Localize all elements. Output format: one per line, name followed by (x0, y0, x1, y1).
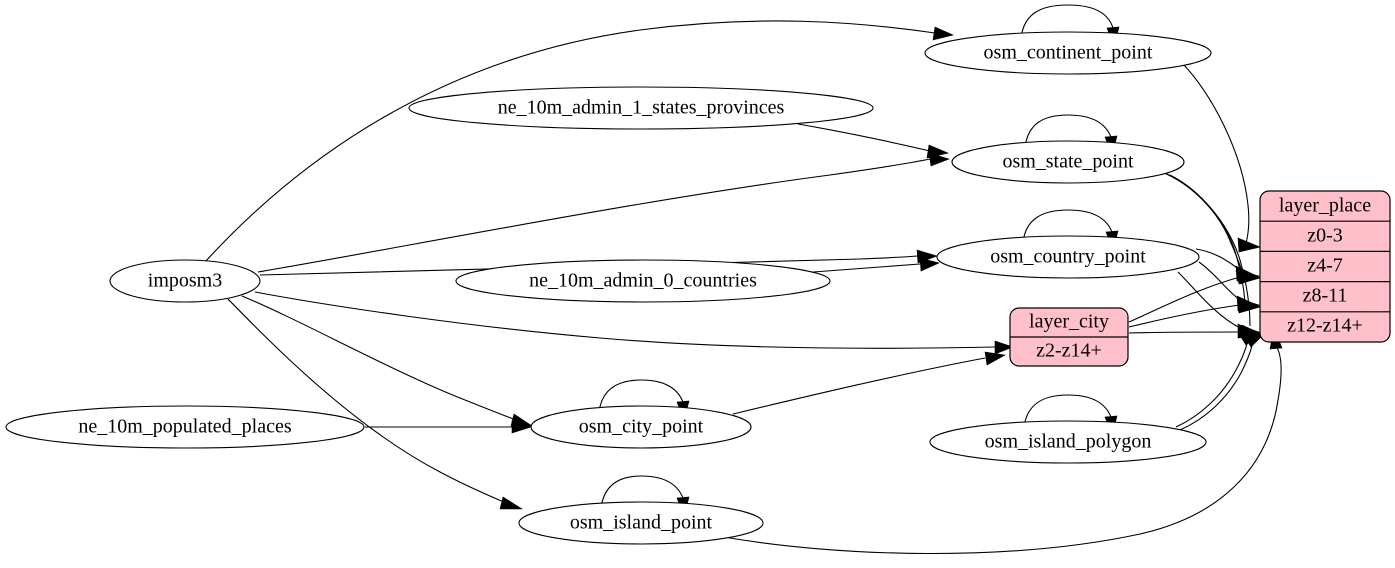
node-ne_10m_admin_1_states_provinces-label: ne_10m_admin_1_states_provinces (498, 97, 785, 119)
edge-imposm3-to-osm_continent_point (204, 20, 954, 263)
record-layer_place-row-z8-11: z8-11 (1303, 285, 1348, 307)
record-layer_place-row-z12-z14plus: z12-z14+ (1287, 315, 1363, 337)
record-node-layer_place[interactable]: layer_place z0-3 z4-7 z8-11 z12-z14+ (1259, 190, 1391, 343)
record-layer: layer_place z0-3 z4-7 z8-11 z12-z14+ lay… (1009, 190, 1391, 367)
node-osm_island_point[interactable]: osm_island_point (518, 501, 764, 545)
node-osm_island_polygon-label: osm_island_polygon (985, 431, 1152, 453)
node-layer: imposm3 ne_10m_admin_1_states_provinces … (5, 31, 1212, 545)
edge-imposm3-to-osm_state_point (257, 152, 950, 273)
record-node-layer_city[interactable]: layer_city z2-z14+ (1009, 307, 1129, 367)
node-osm_city_point-label: osm_city_point (579, 416, 704, 438)
edge-ne_states-to-osm_state_point (797, 123, 949, 159)
record-layer_place-title: layer_place (1279, 195, 1371, 217)
edge-imposm3-to-osm_island_point (227, 298, 524, 510)
record-layer_city-title: layer_city (1029, 311, 1109, 333)
node-osm_island_polygon[interactable]: osm_island_polygon (929, 420, 1207, 464)
edge-layer_city-to-layer_place-z4-7 (1128, 270, 1260, 323)
node-ne_10m_admin_0_countries-label: ne_10m_admin_0_countries (529, 270, 757, 292)
node-osm_country_point[interactable]: osm_country_point (936, 235, 1200, 279)
node-osm_city_point[interactable]: osm_city_point (530, 405, 752, 449)
node-ne_10m_populated_places-label: ne_10m_populated_places (78, 416, 291, 438)
edge-ne_populated-to-osm_city_point (365, 420, 532, 434)
edge-imposm3-to-osm_city_point (241, 295, 533, 427)
node-osm_continent_point[interactable]: osm_continent_point (924, 31, 1212, 75)
edge-osm_continent_point-to-layer_place-z0-3 (1182, 63, 1261, 253)
node-osm_state_point[interactable]: osm_state_point (951, 140, 1185, 184)
node-osm_continent_point-label: osm_continent_point (984, 42, 1153, 64)
edge-imposm3-to-layer_city (254, 291, 1014, 355)
record-layer_place-row-z4-7: z4-7 (1307, 255, 1343, 277)
node-osm_island_point-label: osm_island_point (570, 512, 713, 534)
edge-osm_city_point-to-layer_city (732, 351, 1006, 415)
node-osm_state_point-label: osm_state_point (1002, 151, 1134, 173)
node-ne_10m_admin_0_countries[interactable]: ne_10m_admin_0_countries (455, 259, 831, 303)
edge-ne_countries-to-osm_country_point (799, 257, 940, 274)
node-osm_country_point-label: osm_country_point (990, 246, 1146, 268)
node-ne_10m_populated_places[interactable]: ne_10m_populated_places (5, 405, 365, 449)
edge-osm_island_polygon-to-layer_place-z12-z14+ (1175, 331, 1262, 428)
record-layer_city-row-z2-z14plus: z2-z14+ (1036, 340, 1102, 362)
edge-osm_island_polygon-to-layer_place-z12-z14+-b (1179, 332, 1266, 431)
record-layer_place-row-z0-3: z0-3 (1307, 225, 1343, 247)
edge-layer_city-to-layer_place-z8-11 (1128, 298, 1260, 328)
node-imposm3-label: imposm3 (148, 270, 222, 292)
node-imposm3[interactable]: imposm3 (109, 259, 261, 303)
node-ne_10m_admin_1_states_provinces[interactable]: ne_10m_admin_1_states_provinces (408, 86, 874, 130)
